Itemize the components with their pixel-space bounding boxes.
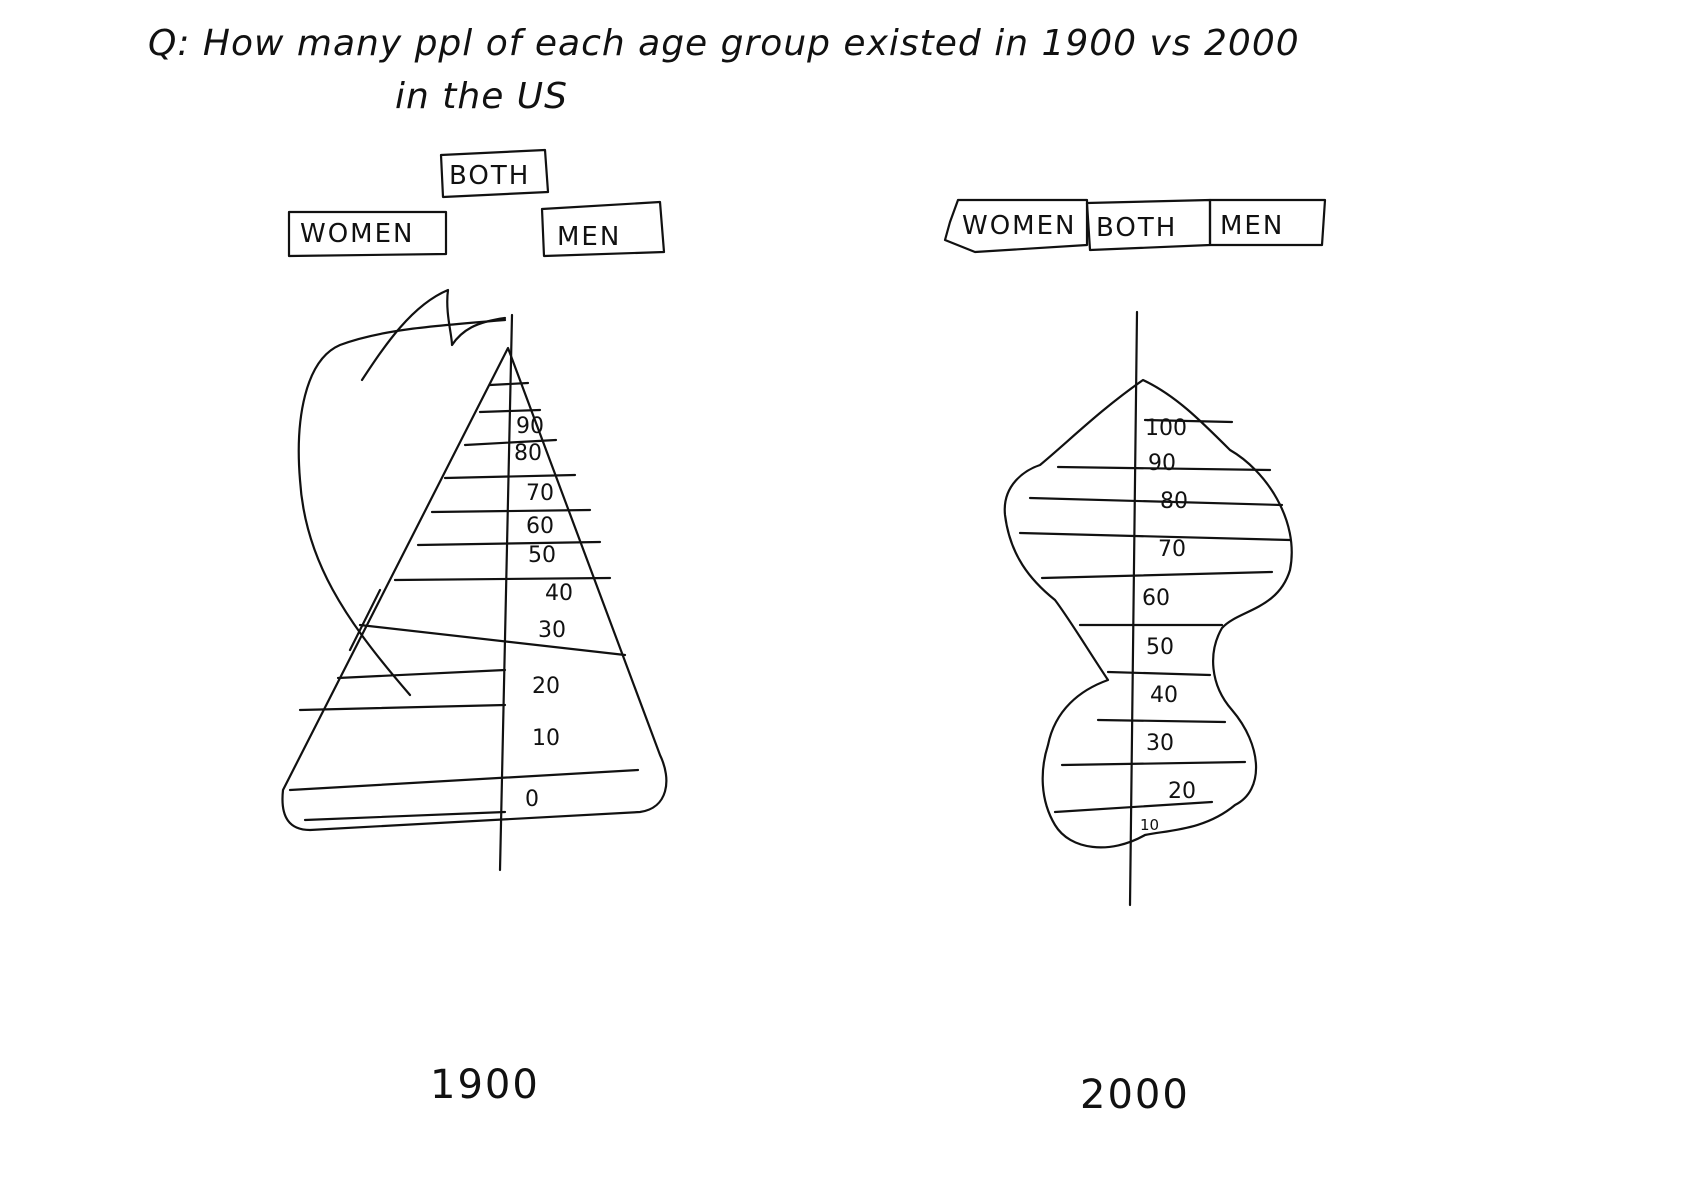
age-label-60-2000: 60: [1142, 586, 1170, 611]
band-line-2000: [1040, 570, 1274, 580]
band-line-2000: [1028, 496, 1284, 507]
age-label-40-2000: 40: [1150, 683, 1178, 708]
axis-2000: [1128, 310, 1139, 907]
age-label-70-2000: 70: [1158, 537, 1186, 562]
band-line-1900: [430, 508, 592, 514]
legend-men-2000: MEN: [1208, 198, 1327, 247]
legend-box-women-1900: [287, 210, 448, 258]
age-label-90-1900: 90: [516, 414, 544, 439]
band-line-1900: [478, 408, 542, 414]
band-line-2000: [1018, 531, 1292, 542]
legend-label-men-1900: MEN: [557, 222, 621, 252]
band-line-1900: [443, 473, 577, 480]
band-line-2000: [1106, 670, 1212, 677]
age-label-50-1900: 50: [528, 543, 556, 568]
legend-label-both-2000: BOTH: [1096, 213, 1177, 243]
question-line-1: Q: How many ppl of each age group existe…: [148, 23, 1300, 64]
scribble-cross: [348, 588, 382, 652]
band-line-2000: [1143, 418, 1234, 424]
band-line-1900: [288, 768, 640, 792]
band-line-2000: [1053, 800, 1214, 814]
age-label-40-1900: 40: [545, 581, 573, 606]
band-line-2000: [1056, 465, 1272, 472]
legend-label-women-2000: WOMEN: [962, 211, 1076, 241]
age-label-50-2000: 50: [1146, 635, 1174, 660]
legend-label-women-1900: WOMEN: [300, 219, 414, 249]
age-label-20-2000: 20: [1168, 779, 1196, 804]
year-label-2000: 2000: [1080, 1072, 1190, 1118]
pyramid-outline-1900: [281, 346, 668, 832]
legend-both-1900: BOTH: [439, 148, 550, 199]
legend-box-men-2000: [1208, 198, 1327, 247]
band-line-1900: [416, 540, 602, 547]
year-label-1900: 1900: [430, 1062, 540, 1108]
age-label-60-1900: 60: [526, 514, 554, 539]
scribble-outline: [297, 318, 507, 697]
legend-box-women-2000: [943, 198, 1089, 254]
band-line-1900: [358, 623, 627, 657]
age-label-10-2000: 10: [1140, 816, 1159, 834]
band-line-2000: [1096, 718, 1227, 724]
age-label-10-1900: 10: [532, 726, 560, 751]
age-label-100-2000: 100: [1145, 416, 1187, 441]
age-label-30-2000: 30: [1146, 731, 1174, 756]
legend-box-men-1900: [540, 200, 666, 258]
population-outline-2000: [1003, 378, 1293, 849]
age-label-80-2000: 80: [1160, 489, 1188, 514]
legend-label-men-2000: MEN: [1220, 211, 1284, 241]
scribble-mark: [360, 288, 507, 382]
band-line-1900: [298, 703, 507, 712]
band-line-1900: [463, 438, 558, 447]
age-label-80-1900: 80: [514, 441, 542, 466]
legend-women-1900: WOMEN: [287, 210, 448, 258]
band-line-1900: [393, 576, 612, 582]
legend-women-2000: WOMEN: [943, 198, 1089, 254]
axis-1900: [498, 313, 514, 872]
band-line-1900: [336, 668, 507, 680]
age-label-90-2000: 90: [1148, 451, 1176, 476]
pyramid-1900: BOTH WOMEN MEN 90 80 7: [281, 148, 668, 1108]
legend-label-both-1900: BOTH: [449, 161, 530, 191]
pyramid-2000: WOMEN BOTH MEN 100 90 80 70 60 50 40: [943, 198, 1327, 1118]
band-line-2000: [1060, 760, 1247, 767]
age-label-20-1900: 20: [532, 674, 560, 699]
age-label-0-1900: 0: [525, 787, 539, 812]
legend-men-1900: MEN: [540, 200, 666, 258]
age-label-70-1900: 70: [526, 481, 554, 506]
age-label-30-1900: 30: [538, 618, 566, 643]
band-line-1900: [303, 810, 507, 822]
legend-both-2000: BOTH: [1085, 198, 1212, 252]
band-line-1900: [488, 381, 530, 387]
question-line-2: in the US: [395, 76, 568, 117]
legend-box-both-1900: [439, 148, 550, 199]
